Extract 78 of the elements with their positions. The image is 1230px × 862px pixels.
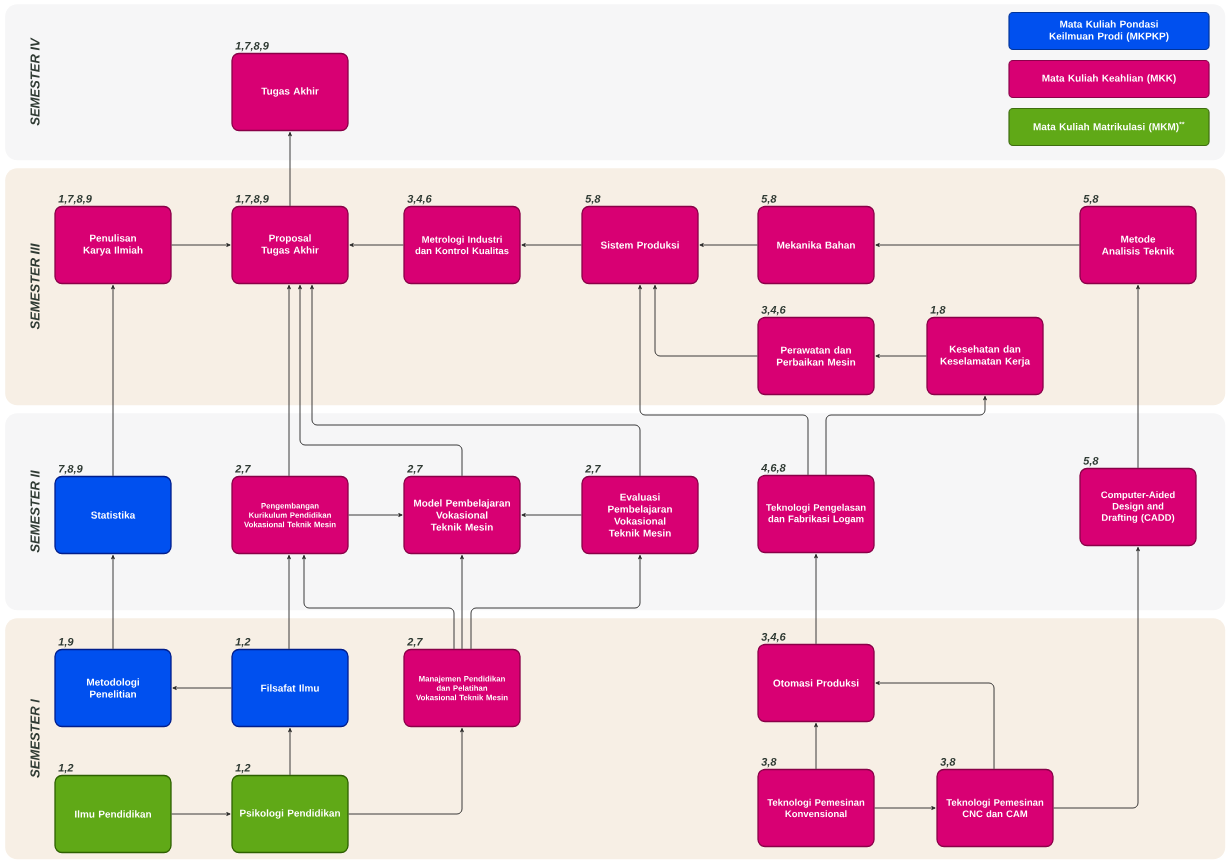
course-code: 5,8 <box>761 194 777 205</box>
course-code: 3,4,6 <box>761 305 786 316</box>
course-code: 3,8 <box>940 757 956 768</box>
arrow <box>814 722 818 770</box>
arrow <box>310 284 641 477</box>
course-box: Psikologi Pendidikan <box>231 774 349 854</box>
arrow <box>699 243 758 247</box>
course-box: Teknologi Pemesinan Konvensional <box>757 768 875 848</box>
arrow <box>1136 284 1140 469</box>
arrow <box>111 554 115 650</box>
arrow <box>521 513 582 517</box>
arrow <box>349 243 404 247</box>
course-code: 3,4,6 <box>761 632 786 643</box>
arrow <box>1053 546 1140 809</box>
arrow <box>875 243 1080 247</box>
arrow <box>814 553 818 645</box>
course-box: Mekanika Bahan <box>757 205 875 285</box>
course-box: Teknologi Pemesinan CNC dan CAM <box>936 768 1054 848</box>
course-box: Statistika <box>54 475 172 555</box>
course-code: 1,2 <box>235 637 251 648</box>
arrow <box>172 686 232 690</box>
course-code: 5,8 <box>585 194 601 205</box>
course-box: Penulisan Karya Ilmiah <box>54 205 172 285</box>
arrow <box>348 727 464 815</box>
course-box: Metodologi Penelitian <box>54 648 172 728</box>
course-code: 1,7,8,9 <box>235 41 269 52</box>
course-box: Otomasi Produksi <box>757 643 875 723</box>
course-code: 2,7 <box>407 464 423 475</box>
course-code: 1,2 <box>58 763 74 774</box>
course-code: 2,7 <box>585 464 601 475</box>
arrow <box>171 812 231 816</box>
course-code: 2,7 <box>407 637 423 648</box>
legend-item: Mata Kuliah Keahlian (MKK) <box>1008 59 1210 99</box>
arrow <box>287 554 291 650</box>
course-box: Kesehatan dan Keselamatan Kerja <box>926 316 1044 396</box>
course-box: Ilmu Pendidikan <box>54 774 172 854</box>
course-code: 1,2 <box>235 763 251 774</box>
course-box: Tugas Akhir <box>231 52 349 132</box>
course-code: 3,4,6 <box>407 194 432 205</box>
legend-item: Mata Kuliah Matrikulasi (MKM)$^{**}$ <box>1008 107 1210 147</box>
arrow <box>460 554 464 650</box>
course-code: 2,7 <box>235 464 251 475</box>
course-box: Metode Analisis Teknik <box>1079 205 1197 285</box>
course-code: 5,8 <box>1083 456 1099 467</box>
arrow <box>875 354 927 358</box>
arrow <box>638 284 809 476</box>
legend-item: Mata Kuliah Pondasi Keilmuan Prodi (MKPKP) <box>1008 11 1210 51</box>
arrow <box>348 513 403 517</box>
course-box: Filsafat Ilmu <box>231 648 349 728</box>
arrow <box>470 554 642 650</box>
course-code: 1,7,8,9 <box>235 194 269 205</box>
arrow <box>287 284 291 477</box>
course-box: Metrologi Industri dan Kontrol Kualitas <box>403 205 521 285</box>
course-box: Teknologi Pengelasan dan Fabrikasi Logam <box>757 474 875 554</box>
arrow <box>521 243 582 247</box>
course-code: 1,7,8,9 <box>58 194 92 205</box>
arrow <box>111 284 115 477</box>
arrow <box>288 131 292 207</box>
course-box: Perawatan dan Perbaikan Mesin <box>757 316 875 396</box>
course-code: 1,8 <box>930 305 946 316</box>
course-box: Evaluasi Pembelajaran Vokasional Teknik Mesin <box>581 475 699 555</box>
arrow <box>875 681 995 770</box>
arrow <box>302 554 455 650</box>
course-box: Sistem Produksi <box>581 205 699 285</box>
arrow <box>298 284 463 477</box>
arrow <box>874 806 936 810</box>
course-code: 5,8 <box>1083 194 1099 205</box>
course-code: 7,8,9 <box>58 464 83 475</box>
course-box: Model Pembelajaran Vokasional Teknik Mesin <box>403 475 521 555</box>
course-box: Proposal Tugas Akhir <box>231 205 349 285</box>
course-code: 4,6,8 <box>761 463 786 474</box>
course-code: 1,9 <box>58 637 74 648</box>
arrow <box>171 243 231 247</box>
arrow <box>825 395 987 476</box>
arrow <box>288 727 292 776</box>
arrow <box>653 284 758 357</box>
course-code: 3,8 <box>761 757 777 768</box>
course-box: Computer-Aided Design and Drafting (CADD) <box>1079 467 1197 547</box>
